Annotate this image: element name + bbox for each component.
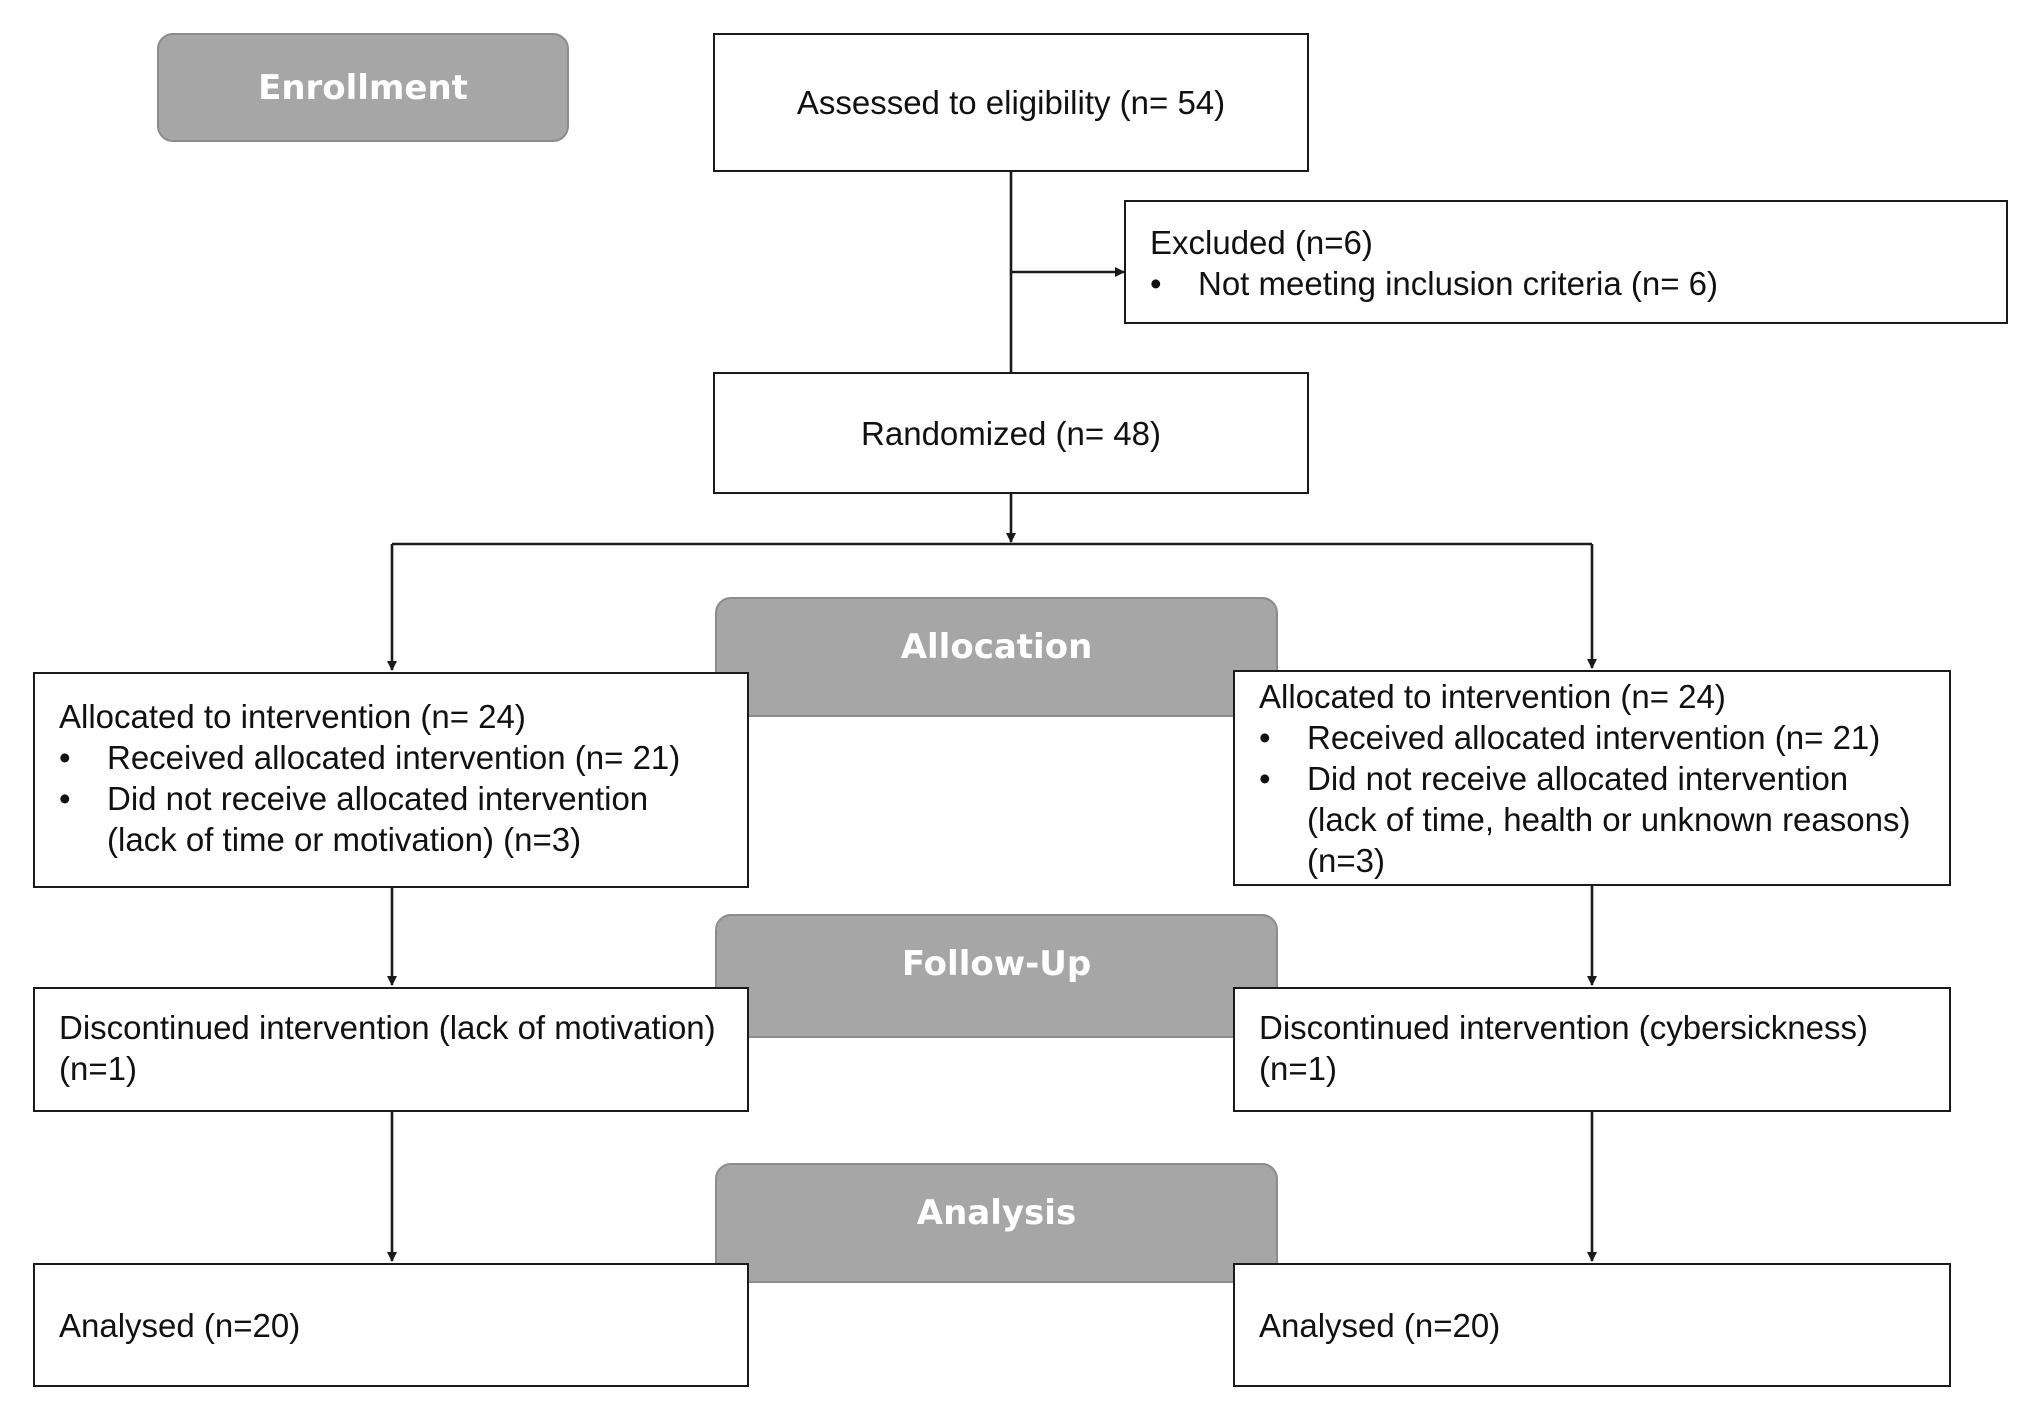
stage-allocation-label: Allocation [900,627,1093,667]
right-allocated-item: Did not receive allocated intervention (… [1259,758,1925,881]
assessed-box: Assessed to eligibility (n= 54) [713,33,1309,172]
left-allocated-item: Received allocated intervention (n= 21) [59,737,723,778]
stage-follow-up: Follow-Up [715,914,1278,1038]
right-allocated-item: Received allocated intervention (n= 21) [1259,717,1925,758]
right-analysed-box: Analysed (n=20) [1233,1263,1951,1387]
right-allocated-box: Allocated to intervention (n= 24) Receiv… [1233,670,1951,886]
randomized-box: Randomized (n= 48) [713,372,1309,494]
stage-enrollment: Enrollment [157,33,569,142]
left-allocated-title: Allocated to intervention (n= 24) [59,698,526,735]
left-analysed-text: Analysed (n=20) [59,1306,301,1344]
right-allocated-list: Received allocated intervention (n= 21) … [1259,717,1925,881]
right-allocated-title: Allocated to intervention (n= 24) [1259,678,1726,715]
stage-follow-up-label: Follow-Up [901,944,1092,984]
left-allocated-box: Allocated to intervention (n= 24) Receiv… [33,672,749,888]
left-allocated-list: Received allocated intervention (n= 21) … [59,737,723,860]
stage-analysis: Analysis [715,1163,1278,1283]
right-analysed-text: Analysed (n=20) [1259,1306,1501,1344]
excluded-item: Not meeting inclusion criteria (n= 6) [1150,263,1982,304]
excluded-title: Excluded (n=6) [1150,224,1373,261]
right-follow-up-text: Discontinued intervention (cybersickness… [1259,1009,1868,1087]
stage-analysis-label: Analysis [916,1193,1077,1233]
stage-allocation: Allocation [715,597,1278,717]
assessed-text: Assessed to eligibility (n= 54) [796,84,1226,121]
right-follow-up-box: Discontinued intervention (cybersickness… [1233,987,1951,1112]
left-follow-up-box: Discontinued intervention (lack of motiv… [33,987,749,1112]
randomized-text: Randomized (n= 48) [861,414,1161,452]
stage-enrollment-label: Enrollment [258,67,468,108]
left-allocated-item: Did not receive allocated intervention (… [59,778,723,860]
excluded-box: Excluded (n=6) Not meeting inclusion cri… [1124,200,2008,324]
excluded-list: Not meeting inclusion criteria (n= 6) [1150,263,1982,304]
left-analysed-box: Analysed (n=20) [33,1263,749,1387]
left-follow-up-text: Discontinued intervention (lack of motiv… [59,1009,716,1087]
